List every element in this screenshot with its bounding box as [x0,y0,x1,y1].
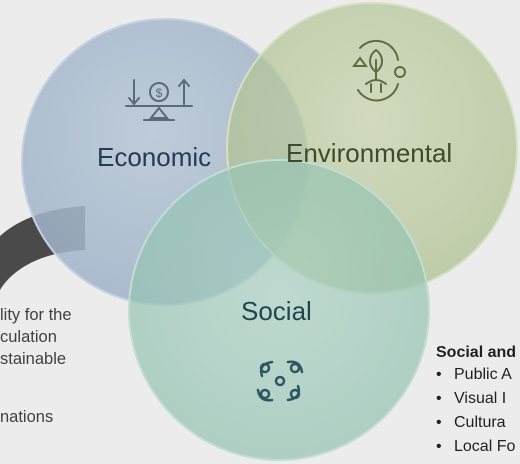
people-network-icon [256,360,304,402]
list-item: Local Fo [436,435,520,459]
list-item: Visual I [436,387,520,411]
economic-label: Economic [97,142,212,172]
list-item: Public A [436,363,520,387]
social-aspects-panel: Social and Public A Visual I Cultura Loc… [436,343,520,459]
list-item: Cultura [436,411,520,435]
left-text-line: culation [0,328,57,346]
balance-scale-dollar-icon: $ [125,78,193,121]
environmental-label: Environmental [286,138,453,168]
social-circle [128,159,430,461]
left-text-line: stainable [0,350,67,368]
left-text-line: lity for the [0,306,72,324]
social-aspects-title: Social and [436,344,517,361]
svg-text:$: $ [156,86,163,100]
left-text-line: nations [0,408,54,426]
social-aspects-list: Public A Visual I Cultura Local Fo [436,363,520,459]
social-label: Social [241,296,312,326]
nature-cycle-icon [352,39,406,102]
